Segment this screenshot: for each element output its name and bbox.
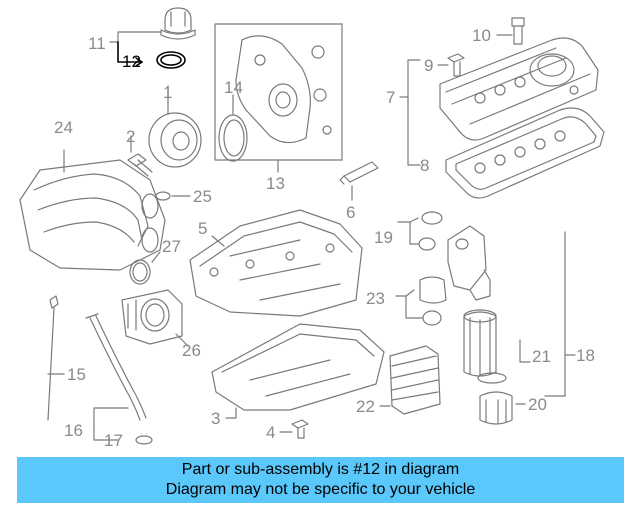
adapter-23 <box>395 276 447 326</box>
o-ring-seal-12 <box>117 41 186 69</box>
gasket-27 <box>129 251 161 285</box>
fitting-10 <box>496 17 525 45</box>
bolt-2 <box>127 135 153 177</box>
gasket-14 <box>218 94 248 162</box>
callout-2: 2 <box>126 127 136 146</box>
seal-17 <box>93 431 153 445</box>
intake-manifold-24 <box>19 149 166 271</box>
callout-19: 19 <box>374 228 393 247</box>
callout-15: 15 <box>67 365 86 384</box>
callout-24: 24 <box>54 118 73 137</box>
callout-27: 27 <box>162 237 181 256</box>
callout-16: 16 <box>64 421 83 440</box>
callout-20: 20 <box>528 395 547 414</box>
callout-23: 23 <box>366 289 385 308</box>
seals-19 <box>397 211 443 251</box>
callout-11: 11 <box>88 34 106 53</box>
callout-4: 4 <box>266 423 276 442</box>
valve-cover-7 <box>399 37 599 166</box>
callout-6: 6 <box>346 203 356 222</box>
callout-22: 22 <box>356 397 375 416</box>
oil-filter-element-21 <box>463 309 531 377</box>
oil-pan-lower-3 <box>211 323 385 419</box>
oil-pan-upper-5 <box>189 209 363 317</box>
info-banner: Part or sub-assembly is #12 in diagram D… <box>17 457 624 503</box>
parts-diagram <box>19 7 605 445</box>
oil-filter-housing-18 <box>447 225 576 397</box>
valve-cover-gasket-8 <box>445 107 605 199</box>
callout-9: 9 <box>424 56 434 75</box>
bolt-9 <box>437 53 465 77</box>
dipstick-tube-16 <box>85 313 147 433</box>
banner-line-2: Diagram may not be specific to your vehi… <box>165 481 476 498</box>
callout-5: 5 <box>198 219 208 238</box>
callout-12: 12 <box>122 52 141 71</box>
callout-18: 18 <box>576 346 595 365</box>
callout-14: 14 <box>224 78 243 97</box>
throttle-body-26 <box>121 289 189 347</box>
gasket-25 <box>155 191 191 201</box>
callout-1: 1 <box>163 83 173 102</box>
callout-17: 17 <box>104 431 123 450</box>
timing-cover-13 <box>214 23 343 173</box>
pulley-1 <box>148 85 202 168</box>
banner-line-1: Part or sub-assembly is #12 in diagram <box>181 461 460 478</box>
oil-cooler-22 <box>379 345 441 415</box>
sensor-6 <box>339 161 379 201</box>
oil-filler-cap-11 <box>109 7 196 43</box>
callout-13: 13 <box>266 174 285 193</box>
callout-10: 10 <box>472 26 491 45</box>
drain-plug-4 <box>279 419 309 439</box>
callout-8: 8 <box>420 156 430 175</box>
dipstick-15 <box>47 295 65 421</box>
callout-25: 25 <box>193 187 212 206</box>
callout-7: 7 <box>386 88 396 107</box>
callout-21: 21 <box>532 347 551 366</box>
oil-filter-cap-20 <box>477 372 526 425</box>
callout-3: 3 <box>211 409 221 428</box>
callout-26: 26 <box>182 341 201 360</box>
